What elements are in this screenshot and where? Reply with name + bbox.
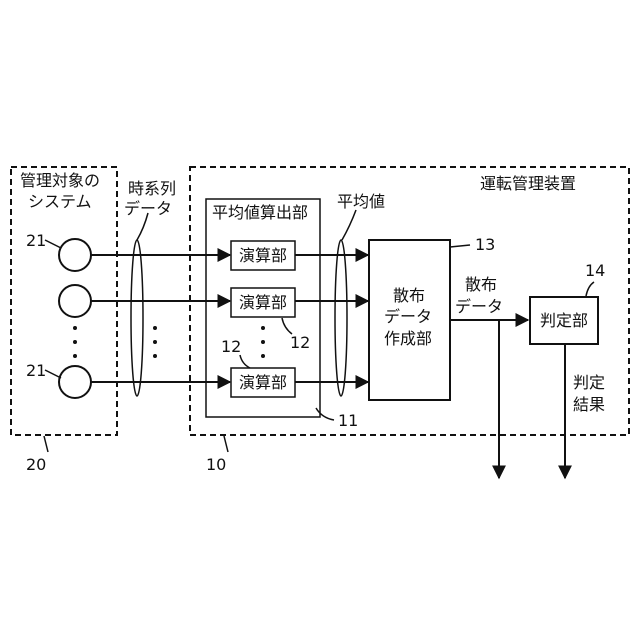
scatter-creator-line2: データ [384,307,432,326]
sensor-ref-bottom: 21 [26,361,46,380]
average-calculator-ref: 11 [338,411,358,430]
sensor-circle-3 [59,366,91,398]
timeseries-label-line1: 時系列 [128,179,176,198]
calc-unit-label-3: 演算部 [239,373,287,392]
ref-13-leader [450,245,470,247]
sensor-circle-2 [59,285,91,317]
operation-manager-ref: 10 [206,455,226,474]
ref-11-leader [316,408,334,420]
sensor-circle-1 [59,239,91,271]
calc-unit-label-1: 演算部 [239,246,287,265]
sensor-dot [73,340,77,344]
ref-10-leader [224,436,228,452]
timeseries-bundle-ellipse [131,240,143,396]
scatter-data-label-line1: 散布 [465,275,497,294]
calc-unit-dot [261,326,265,330]
scatter-creator-line1: 散布 [393,286,425,305]
average-calculator-label: 平均値算出部 [212,203,308,222]
calc-unit-dot [261,340,265,344]
managed-system-label-line1: 管理対象の [20,171,100,190]
average-label-leader [342,210,356,240]
timeseries-dot [153,340,157,344]
calc-unit-ref-b: 12 [221,337,241,356]
calc-unit-ref-b-leader [240,355,250,368]
judge-ref: 14 [585,261,605,280]
judge-result-line2: 結果 [573,395,605,414]
scatter-creator-line3: 作成部 [384,329,432,348]
timeseries-dot [153,326,157,330]
calc-unit-ref-a-leader [282,318,292,334]
calc-unit-label-2: 演算部 [239,293,287,312]
ref-20-leader [44,436,48,452]
timeseries-dot [153,354,157,358]
judge-result-line1: 判定 [573,373,605,392]
ref-14-leader [586,282,594,296]
sensor-dot [73,326,77,330]
operation-manager-label: 運転管理装置 [480,174,576,193]
sensor-ref-top: 21 [26,231,46,250]
timeseries-label-line2: データ [124,199,172,218]
sensor-ref-top-leader [45,240,61,248]
managed-system-label-line2: システム [28,192,92,211]
judge-label: 判定部 [540,311,588,330]
sensor-dot [73,354,77,358]
calc-unit-ref-a: 12 [290,333,310,352]
managed-system-ref: 20 [26,455,46,474]
average-bundle-ellipse [335,240,347,396]
scatter-data-label-line2: データ [455,297,503,316]
calc-unit-dot [261,354,265,358]
scatter-creator-ref: 13 [475,235,495,254]
sensor-ref-bottom-leader [45,370,61,378]
average-value-label: 平均値 [337,192,385,211]
